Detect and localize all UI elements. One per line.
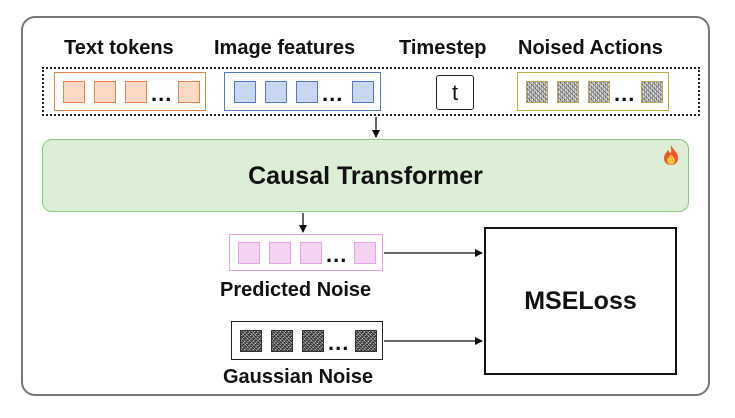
noised-action-token [526,81,548,103]
text-token [178,81,200,103]
mse-loss-label: MSELoss [524,287,637,315]
timestep-label: Timestep [399,37,487,59]
input-sequence-box [42,67,700,116]
mse-loss-box: MSELoss [484,227,677,375]
noised-actions-group: ... [517,72,669,111]
image-feature-token [296,81,318,103]
noised-actions-ellipsis: ... [614,81,636,106]
noised-action-token [588,81,610,103]
image-features-label: Image features [214,37,356,59]
causal-transformer-label: Causal Transformer [248,162,483,190]
noised-actions-label: Noised Actions [518,37,663,59]
image-features-group: ... [224,72,381,111]
predicted-noise-ellipsis: ... [326,242,348,267]
noised-action-token [641,81,663,103]
image-feature-token [234,81,256,103]
noised-action-token [557,81,579,103]
predicted-noise-token [238,242,260,264]
text-token [63,81,85,103]
text-token [94,81,116,103]
predicted-noise-token [354,242,376,264]
gaussian-noise-ellipsis: ... [328,330,350,355]
gaussian-noise-token [302,330,324,352]
gaussian-noise-group: ... [231,321,383,360]
image-features-ellipsis: ... [322,81,344,106]
timestep-token: t [436,75,474,110]
predicted-noise-token [269,242,291,264]
image-feature-token [265,81,287,103]
image-feature-token [352,81,374,103]
predicted-noise-token [300,242,322,264]
gaussian-noise-token [271,330,293,352]
gaussian-noise-token [240,330,262,352]
gaussian-noise-token [355,330,377,352]
causal-transformer-block: Causal Transformer [42,139,689,212]
diagram-frame [21,16,710,396]
text-tokens-group: ... [54,72,206,111]
gaussian-noise-label: Gaussian Noise [223,366,374,388]
fire-icon [664,145,678,165]
text-token [125,81,147,103]
text-tokens-ellipsis: ... [151,81,173,106]
text-tokens-label: Text tokens [64,37,174,59]
predicted-noise-group: ... [229,234,383,271]
predicted-noise-label: Predicted Noise [220,279,372,301]
